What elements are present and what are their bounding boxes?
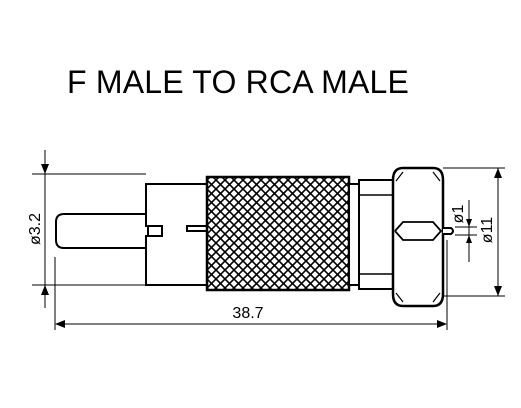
dimension-pin-diameter: [32, 150, 146, 308]
rca-outer-shell: [145, 183, 208, 286]
f-pin: [443, 227, 454, 235]
dimension-hex-diameter: [443, 167, 505, 297]
knurled-grip: [205, 175, 351, 292]
hex-nut: [391, 166, 445, 308]
collar: [358, 179, 394, 290]
dimension-f-pin-diameter: [455, 200, 477, 262]
dimension-length-label: 38.7: [232, 305, 263, 322]
dimension-f-pin-label: ø1: [450, 205, 467, 224]
dimension-hex-label: ø11: [479, 217, 496, 243]
neck: [348, 183, 360, 286]
dimension-pin-diameter-label: ø3.2: [27, 213, 44, 245]
rca-center-pin: [55, 213, 149, 249]
drawing-title: F MALE TO RCA MALE: [67, 64, 410, 100]
dimension-length: [54, 240, 448, 330]
